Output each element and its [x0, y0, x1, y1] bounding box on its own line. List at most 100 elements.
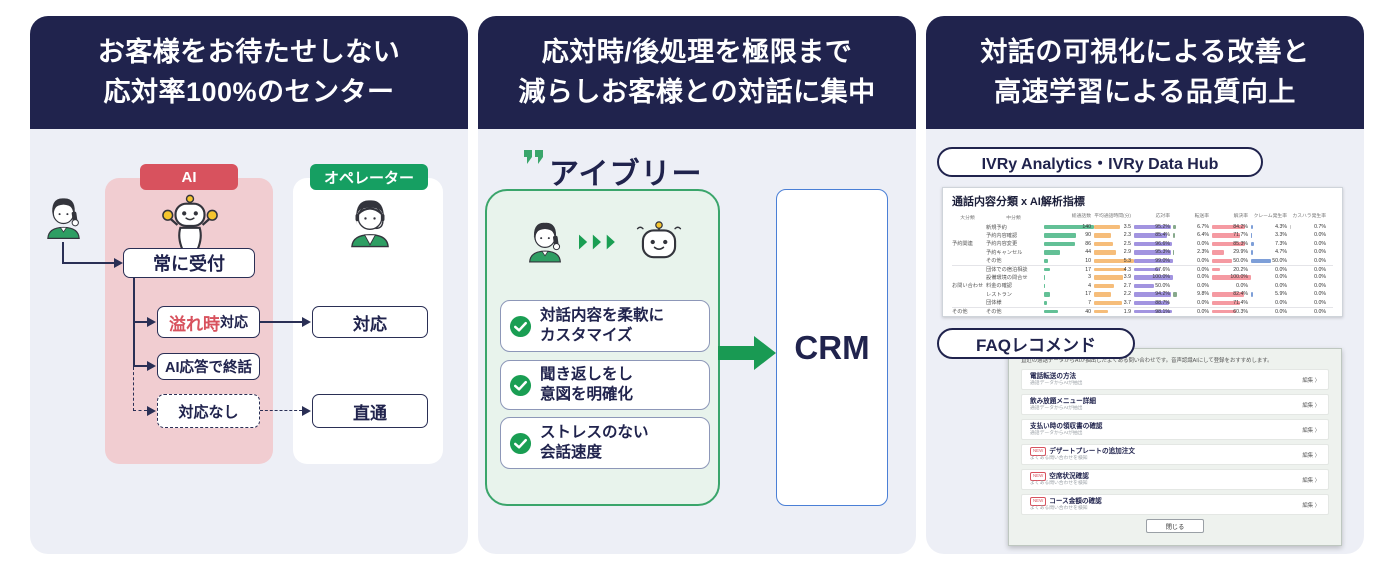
rate-cell: 0.0%	[1212, 282, 1251, 290]
arrowhead-to-always	[114, 258, 123, 268]
rate-cell: 85.4%	[1134, 231, 1173, 239]
metric-value: 3.7	[1123, 299, 1131, 306]
faq-pill: FAQレコメンド	[937, 328, 1135, 359]
metric-bar	[1251, 233, 1253, 238]
faq-edit-link[interactable]: 編集 〉	[1302, 452, 1320, 459]
metric-value: 94.2%	[1155, 291, 1170, 298]
node-operator-handle: 対応	[312, 306, 428, 338]
node-overflow-response: 溢れ時対応	[157, 306, 260, 338]
metric-bar	[1094, 275, 1124, 280]
metric-bar	[1044, 241, 1075, 247]
metric-bar	[1094, 233, 1112, 238]
faq-item[interactable]: 飲み放題メニュー詳細通話データからAIが抽出編集 〉	[1021, 394, 1329, 415]
middle-category-cell: その他	[986, 309, 1002, 316]
rate-cell: 0.0%	[1173, 308, 1212, 315]
arrowhead-none	[147, 406, 156, 416]
metric-value: 2.3	[1123, 232, 1131, 239]
rate-cell: 7.3%	[1251, 240, 1290, 248]
metric-value: 85.3%	[1233, 240, 1248, 247]
metric-bar	[1134, 275, 1173, 280]
rate-cell: 0.0%	[1173, 282, 1212, 290]
faq-edit-link[interactable]: 編集 〉	[1302, 377, 1320, 384]
panel-focus-on-dialogue: 応対時/後処理を極限まで 減らしお客様との対話に集中 アイブリー	[478, 16, 916, 554]
close-button[interactable]: 閉じる	[1146, 519, 1204, 533]
rate-cell: 0.0%	[1290, 299, 1329, 307]
rate-cell: 2.3%	[1173, 248, 1212, 256]
faq-edit-link[interactable]: 編集 〉	[1302, 427, 1320, 434]
faq-item[interactable]: 支払い時の領収書の確認通話データからAIが抽出編集 〉	[1021, 419, 1329, 440]
analytics-header-row: 大分類中分類総通話数平均通話時間(分)応対率転送率解決率クレーム発生率カスハラ発…	[952, 212, 1333, 223]
metric-value: 0.0%	[1197, 266, 1209, 273]
metric-bar	[1044, 250, 1060, 255]
call-count-cell: 3	[1044, 273, 1094, 281]
call-count-cell: 44	[1044, 248, 1094, 256]
new-badge: NEW	[1030, 472, 1047, 481]
metric-value: 0.0%	[1314, 266, 1326, 273]
metric-bar	[1094, 292, 1111, 297]
new-badge: NEW	[1030, 497, 1047, 506]
rate-cell: 0.0%	[1173, 273, 1212, 281]
rate-cell: 88.7%	[1134, 299, 1173, 307]
caller-woman-icon	[528, 222, 561, 263]
rate-cell: 0.0%	[1251, 266, 1290, 273]
arrowhead-ai-end	[147, 361, 156, 371]
faq-edit-link[interactable]: 編集 〉	[1302, 402, 1320, 409]
metric-value: 99.0%	[1155, 257, 1170, 264]
metric-bar	[1212, 309, 1236, 314]
faq-item-subtitle: よくある問い合わせを検知	[1030, 505, 1088, 511]
rate-cell: 71.7%	[1212, 231, 1251, 239]
metric-bar	[1173, 233, 1176, 238]
call-count-cell: 17	[1044, 266, 1094, 273]
metric-value: 20.2%	[1233, 266, 1248, 273]
metric-value: 0.0%	[1275, 266, 1287, 273]
left-panel-title: お客様をお待たせしない 応対率100%のセンター	[30, 16, 468, 129]
metric-bar	[1134, 267, 1161, 272]
metric-value: 90	[1085, 232, 1091, 239]
avg-duration-cell: 3.9	[1094, 273, 1134, 281]
connector-branch-ai-end	[133, 365, 147, 367]
metric-value: 6.7%	[1197, 224, 1209, 230]
metric-value: 17	[1085, 291, 1091, 298]
faq-item[interactable]: 電話転送の方法通話データからAIが抽出編集 〉	[1021, 369, 1329, 390]
to-crm-arrow-icon	[718, 336, 776, 370]
rate-cell: 9.8%	[1173, 290, 1212, 298]
analytics-col-header: クレーム発生率	[1253, 214, 1287, 219]
faq-edit-link[interactable]: 編集 〉	[1302, 477, 1320, 484]
rate-cell: 0.0%	[1290, 308, 1329, 315]
metric-value: 0.0%	[1314, 291, 1326, 298]
faq-intro-text: 直近の通話データからAIが抽出したよくある問い合わせです。音声認識AIにして登録…	[1021, 358, 1273, 364]
metric-value: 2.3%	[1197, 249, 1209, 256]
rate-cell: 0.0%	[1290, 240, 1329, 248]
analytics-col-header: 解決率	[1233, 214, 1248, 219]
rate-cell: 4.3%	[1251, 223, 1290, 231]
faq-item-subtitle: 通話データからAIが抽出	[1030, 380, 1083, 386]
faq-edit-link[interactable]: 編集 〉	[1302, 502, 1320, 509]
middle-category-cell: 団体での宿泊相談	[986, 267, 1028, 274]
rate-cell: 95.3%	[1134, 248, 1173, 256]
metric-value: 86	[1085, 240, 1091, 247]
faq-item-title: デザートプレートの追加注文	[1049, 447, 1135, 455]
rate-cell: 0.0%	[1251, 308, 1290, 315]
metric-bar	[1094, 258, 1134, 263]
arrowhead-overflow	[147, 317, 156, 327]
metric-value: 60.3%	[1233, 308, 1248, 315]
metric-value: 3.3%	[1275, 232, 1287, 239]
connector-caller-down	[62, 242, 64, 263]
metric-bar	[1251, 225, 1253, 230]
check-icon	[509, 315, 532, 337]
metric-bar	[1212, 300, 1240, 305]
faq-item-text: 支払い時の領収書の確認通話データからAIが抽出	[1030, 423, 1302, 437]
metric-value: 4.3	[1123, 266, 1131, 273]
metric-bar	[1134, 233, 1168, 238]
metric-bar	[1134, 300, 1169, 305]
metric-bar	[1134, 283, 1154, 289]
faq-item-title: 支払い時の領収書の確認	[1030, 422, 1103, 430]
metric-value: 96.6%	[1155, 240, 1170, 247]
metric-bar	[1094, 241, 1113, 247]
